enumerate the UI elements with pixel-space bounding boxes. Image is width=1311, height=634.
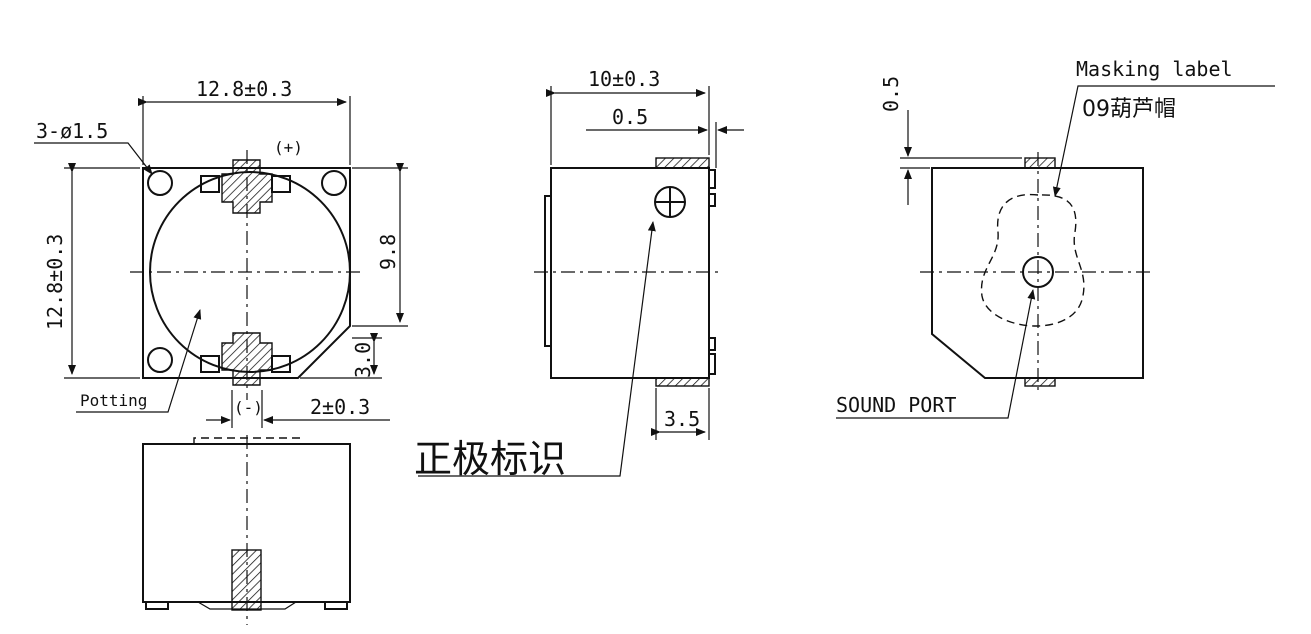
positive-mark-label: 正极标识 (414, 437, 566, 481)
masking-label-cn-text: 09葫芦帽 (1082, 97, 1176, 122)
dim-2-label: 2±0.3 (310, 395, 370, 419)
width-side-label: 10±0.3 (588, 67, 660, 91)
bottom-side-view (142, 435, 351, 625)
height-left-label: 12.8±0.3 (43, 234, 67, 330)
back-view (836, 85, 1275, 419)
dim-0-5-side-label: 0.5 (612, 105, 648, 129)
dim-0-5-back-label: 0.5 (879, 76, 903, 112)
front-view (34, 96, 408, 428)
masking-label-text: Masking label (1076, 57, 1233, 81)
width-top-label: 12.8±0.3 (196, 77, 292, 101)
dim-3-0-label: 3.0 (351, 342, 375, 378)
side-view (418, 86, 744, 477)
potting-label: Potting (80, 391, 147, 410)
holes-label: 3-ø1.5 (36, 119, 108, 143)
dim-9-8-label: 9.8 (376, 234, 400, 270)
dim-3-5-label: 3.5 (664, 407, 700, 431)
plus-label: (+) (274, 138, 303, 157)
minus-label: (-) (234, 398, 263, 417)
sound-port-label: SOUND PORT (836, 393, 956, 417)
